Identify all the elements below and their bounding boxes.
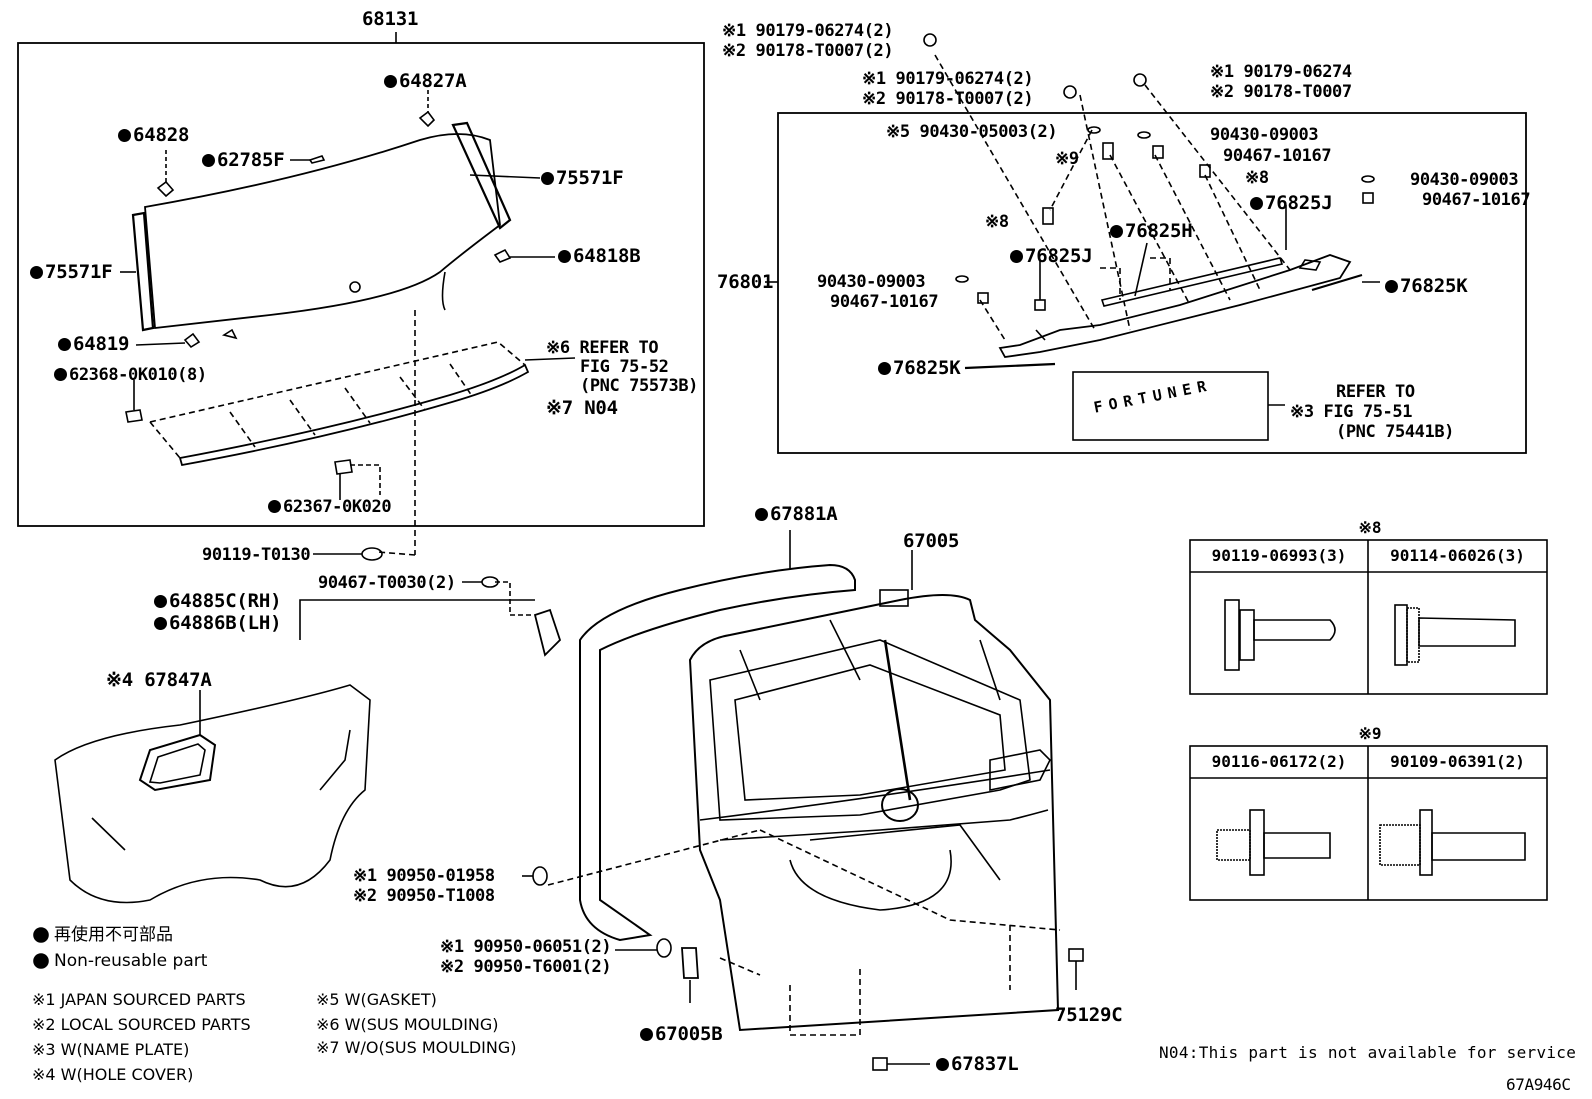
legend-note3: ※3 W(NAME PLATE) xyxy=(32,1040,190,1059)
back-door xyxy=(688,594,1060,1032)
label-90430-09003-b: 90430-09003 xyxy=(1410,170,1519,190)
label-bolt-mid-2: ※2 90178-T0007(2) xyxy=(862,89,1034,109)
label-75571F-right: 75571F xyxy=(541,168,624,188)
label-90430-09003-a: 90430-09003 xyxy=(1210,125,1319,145)
label-ref7: ※7 N04 xyxy=(546,397,618,419)
label-ref6-b: FIG 75-52 xyxy=(580,357,669,377)
label-64818B: 64818B xyxy=(558,246,641,266)
legend-n04: N04:This part is not available for servi… xyxy=(1159,1043,1577,1062)
label-90950-01958-1: ※1 90950-01958 xyxy=(353,866,495,886)
table8-mark: ※8 xyxy=(1358,518,1382,537)
label-bolt-r-1: ※1 90179-06274 xyxy=(1210,62,1352,82)
label-62368: 62368-0K010(8) xyxy=(54,365,207,385)
label-bolt-top-2: ※2 90178-T0007(2) xyxy=(722,41,894,61)
label-62367: 62367-0K020 xyxy=(268,497,392,517)
legend-note6: ※6 W(SUS MOULDING) xyxy=(316,1015,499,1034)
label-bolt-top-1: ※1 90179-06274(2) xyxy=(722,21,894,41)
label-76825H: 76825H xyxy=(1110,221,1193,241)
label-ref3-c: (PNC 75441B) xyxy=(1336,422,1455,442)
legend-note5: ※5 W(GASKET) xyxy=(316,990,437,1009)
label-64819: 64819 xyxy=(58,334,129,354)
table9-col2: 90109-06391(2) xyxy=(1390,752,1525,771)
label-76825J-a: 76825J xyxy=(1250,193,1333,213)
label-76801: 76801 xyxy=(717,271,774,293)
hole-cover xyxy=(54,684,371,904)
label-90430-09003-c: 90430-09003 xyxy=(817,272,926,292)
label-67847A: ※4 67847A xyxy=(106,669,212,691)
label-bolt-r-2: ※2 90178-T0007 xyxy=(1210,82,1352,102)
legend-note4: ※4 W(HOLE COVER) xyxy=(32,1065,194,1084)
label-ref3-a: REFER TO xyxy=(1336,382,1415,402)
label-90467-10167-b: 90467-10167 xyxy=(1422,190,1531,210)
label-90119-T0130: 90119-T0130 xyxy=(202,545,311,565)
label-67005: 67005 xyxy=(903,530,960,552)
label-68131: 68131 xyxy=(362,8,419,30)
label-90430-05003: ※5 90430-05003(2) xyxy=(886,122,1058,142)
label-bolt-mid-1: ※1 90179-06274(2) xyxy=(862,69,1034,89)
label-90467-10167-a: 90467-10167 xyxy=(1223,146,1332,166)
label-64885C: 64885C(RH) xyxy=(154,591,282,611)
legend-note2: ※2 LOCAL SOURCED PARTS xyxy=(32,1015,251,1034)
legend-en: Non-reusable part xyxy=(54,951,208,971)
label-76825K-left: 76825K xyxy=(878,358,961,378)
label-mark8-b: ※8 xyxy=(985,212,1009,232)
label-75129C: 75129C xyxy=(1055,1004,1123,1026)
label-ref3-b: ※3 FIG 75-51 xyxy=(1290,402,1413,422)
label-76825K-right: 76825K xyxy=(1385,276,1468,296)
glass-box-frame xyxy=(17,42,705,527)
table8-col1: 90119-06993(3) xyxy=(1211,546,1347,565)
label-90950-06051-2: ※2 90950-T6001(2) xyxy=(440,957,612,977)
label-90950-06051-1: ※1 90950-06051(2) xyxy=(440,937,612,957)
label-mark8-a: ※8 xyxy=(1245,168,1269,188)
label-67881A: 67881A xyxy=(755,504,838,524)
label-64827A: 64827A xyxy=(384,71,467,91)
garnish-box-frame xyxy=(777,112,1527,454)
legend-note7: ※7 W/O(SUS MOULDING) xyxy=(316,1038,517,1057)
label-ref6-c: (PNC 75573B) xyxy=(580,376,699,396)
table8-col2: 90114-06026(3) xyxy=(1390,546,1525,565)
label-67837L: 67837L xyxy=(936,1054,1019,1074)
label-mark9: ※9 xyxy=(1055,149,1079,169)
drawing-code: 67A946C xyxy=(1506,1075,1571,1094)
legend-jp: 再使用不可部品 xyxy=(54,925,173,945)
table9-col1: 90116-06172(2) xyxy=(1211,752,1347,771)
label-ref6-a: ※6 REFER TO xyxy=(546,338,659,358)
table9-mark: ※9 xyxy=(1358,724,1382,743)
label-90467-10167-c: 90467-10167 xyxy=(830,292,939,312)
weatherstrip xyxy=(579,563,856,942)
label-90467-T0030: 90467-T0030(2) xyxy=(318,573,456,593)
label-67005B: 67005B xyxy=(640,1024,723,1044)
label-76825J-b: 76825J xyxy=(1010,246,1093,266)
label-90950-01958-2: ※2 90950-T1008 xyxy=(353,886,495,906)
name-plate xyxy=(1072,371,1269,441)
legend-note1: ※1 JAPAN SOURCED PARTS xyxy=(32,990,246,1009)
label-64828: 64828 xyxy=(118,125,189,145)
back-glass xyxy=(144,133,501,329)
back-door-garnish xyxy=(998,254,1352,358)
label-64886B: 64886B(LH) xyxy=(154,613,282,633)
label-62785F: 62785F xyxy=(202,150,285,170)
label-75571F-left: 75571F xyxy=(30,262,113,282)
